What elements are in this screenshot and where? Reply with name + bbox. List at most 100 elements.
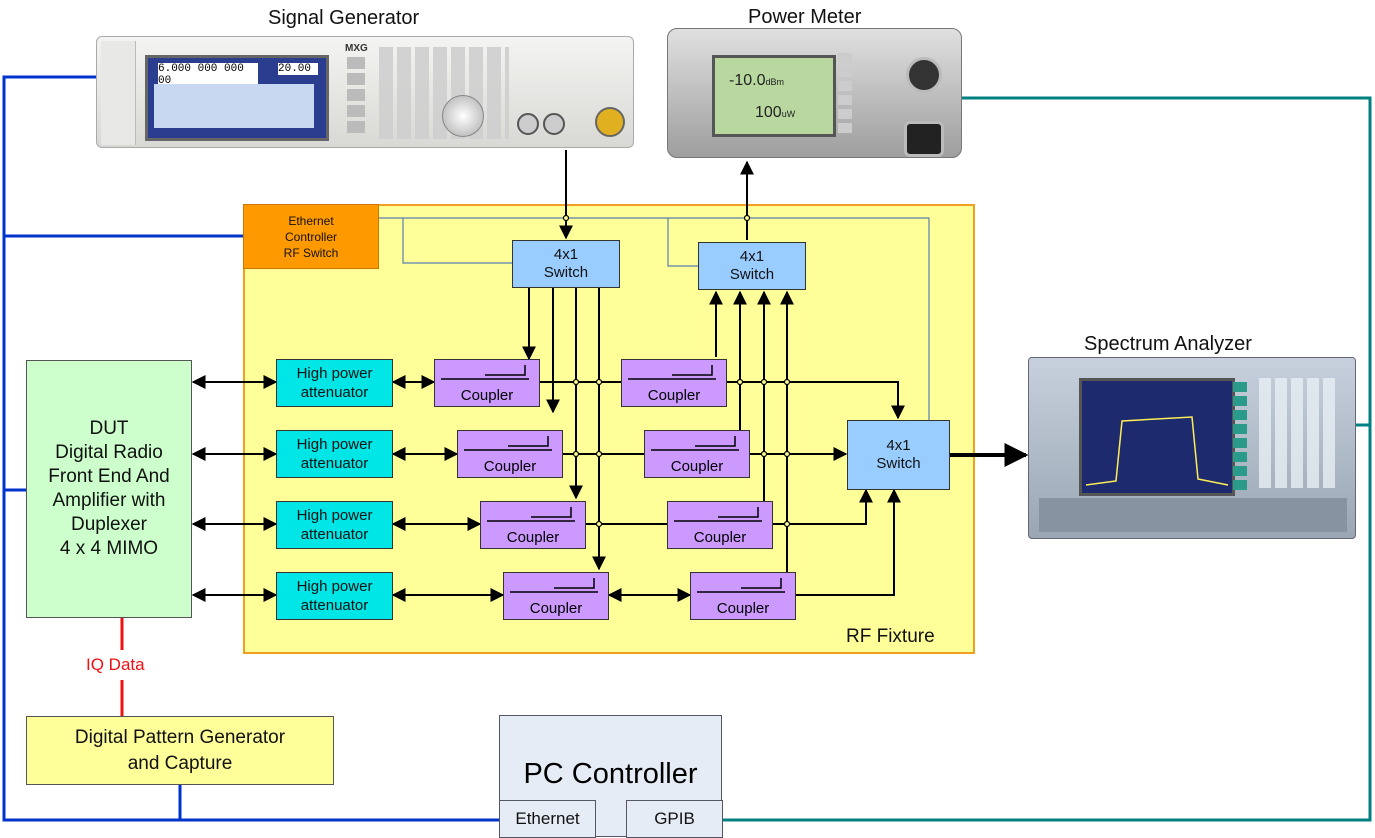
switch-2-line-1: 4x1 [739, 248, 765, 265]
digital-pattern-generator: Digital Pattern Generator and Capture [26, 716, 334, 785]
pm-sensor-port [906, 57, 942, 93]
pc-gpib-port: GPIB [626, 800, 723, 838]
sa-softkeys [1233, 382, 1247, 492]
coupler-row2-left-label: Coupler [483, 458, 537, 475]
dut-line-4: Amplifier with [52, 490, 166, 511]
coupler-symbol [441, 365, 529, 380]
sg-knob [442, 95, 484, 137]
pm-readout-top: -10.0dBm [729, 72, 784, 90]
sg-screen-body [154, 84, 314, 128]
dut-line-6: 4 x 4 MIMO [59, 538, 159, 559]
power-meter-image: -10.0dBm 100uW [667, 28, 962, 158]
attenuator-3-line-1: High power [296, 507, 373, 524]
coupler-symbol [651, 436, 739, 451]
coupler-symbol [510, 578, 598, 593]
switch-spectrum-analyzer: 4x1 Switch [847, 420, 950, 490]
attenuator-1: High power attenuator [276, 359, 393, 407]
coupler-symbol [464, 436, 552, 451]
coupler-row2-right: Coupler [644, 430, 750, 478]
switch-1-line-1: 4x1 [553, 246, 579, 263]
pattern-generator-line-1: Digital Pattern Generator [74, 726, 286, 748]
coupler-row1-right-label: Coupler [647, 387, 701, 404]
attenuator-4: High power attenuator [276, 572, 393, 620]
pc-controller-title: PC Controller [523, 758, 698, 790]
sg-connector-1 [517, 113, 539, 135]
coupler-row3-right-label: Coupler [693, 529, 747, 546]
coupler-row2-left: Coupler [457, 430, 563, 478]
ethernet-controller-line-3: RF Switch [283, 245, 339, 260]
switch-1-line-2: Switch [543, 264, 589, 281]
pc-ethernet-port: Ethernet [499, 800, 596, 838]
control-lines [379, 217, 930, 420]
coupler-row4-right-label: Coupler [716, 600, 770, 617]
iq-data-label: IQ Data [86, 655, 145, 674]
sg-softkeys [347, 57, 365, 137]
pm-channel-port [904, 121, 944, 157]
coupler-symbol [487, 507, 575, 522]
attenuator-4-line-2: attenuator [300, 597, 369, 614]
ethernet-controller-rf-switch: Ethernet Controller RF Switch [243, 204, 379, 269]
coupler-row4-right: Coupler [690, 572, 796, 620]
pm-readout-top-unit: dBm [765, 77, 784, 87]
pm-readout-top-value: -10.0 [729, 72, 766, 89]
pm-readout-bottom-unit: uW [781, 109, 796, 119]
attenuator-1-line-2: attenuator [300, 384, 369, 401]
pm-right-keys [838, 53, 852, 133]
spectrum-analyzer-label: Spectrum Analyzer [1084, 333, 1252, 355]
attenuator-1-line-1: High power [296, 365, 373, 382]
switch-3-line-1: 4x1 [886, 437, 911, 454]
ethernet-controller-line-2: Controller [284, 229, 338, 244]
sa-screen [1079, 378, 1235, 496]
pm-readout-bottom-value: 100 [755, 104, 782, 121]
sg-amp-readout: 20.00 [278, 63, 318, 75]
coupler-row4-left-label: Coupler [529, 600, 583, 617]
ethernet-bus [2, 75, 500, 822]
switch-power-meter: 4x1 Switch [698, 242, 806, 290]
sg-rf-output [595, 107, 625, 137]
dut-box: DUT Digital Radio Front End And Amplifie… [26, 360, 192, 618]
coupler-row3-left-label: Coupler [506, 529, 560, 546]
attenuator-2-line-2: attenuator [300, 455, 369, 472]
pattern-generator-line-2: and Capture [127, 752, 233, 774]
pm-readout-bottom: 100uW [755, 104, 795, 122]
coupler-row1-right: Coupler [621, 359, 727, 407]
coupler-symbol [628, 365, 716, 380]
rf-fixture-label: RF Fixture [846, 626, 935, 647]
coupler-row2-right-label: Coupler [670, 458, 724, 475]
signal-generator-label: Signal Generator [268, 7, 420, 29]
attenuator-3-line-2: attenuator [300, 526, 369, 543]
sg-brand-logo: MXG [345, 43, 368, 54]
ethernet-controller-line-1: Ethernet [288, 213, 334, 228]
dut-line-5: Duplexer [70, 514, 148, 535]
signal-generator-image: 6.000 000 000 00 20.00 MXG [96, 36, 634, 148]
gpib-bus [722, 96, 1372, 822]
coupler-row3-left: Coupler [480, 501, 586, 549]
sg-connector-2 [543, 113, 565, 135]
coupler-symbol [674, 507, 762, 522]
dut-line-3: Front End And [48, 466, 170, 487]
switch-3-line-2: Switch [876, 455, 921, 472]
sa-keypad [1259, 378, 1339, 488]
attenuator-2-line-1: High power [296, 436, 373, 453]
coupler-row4-left: Coupler [503, 572, 609, 620]
sa-trace [1085, 416, 1229, 486]
switch-2-line-2: Switch [729, 266, 775, 283]
power-meter-label: Power Meter [748, 6, 862, 28]
attenuator-3: High power attenuator [276, 501, 393, 549]
switch-signal-generator: 4x1 Switch [512, 240, 620, 288]
attenuator-4-line-1: High power [296, 578, 373, 595]
sg-left-panel [101, 41, 136, 145]
coupler-symbol [697, 578, 785, 593]
coupler-row1-left: Coupler [434, 359, 540, 407]
dut-line-1: DUT [89, 418, 129, 439]
coupler-row3-right: Coupler [667, 501, 773, 549]
attenuator-2: High power attenuator [276, 430, 393, 478]
pc-controller: PC Controller Ethernet GPIB [499, 715, 723, 838]
dut-line-2: Digital Radio [55, 442, 163, 463]
sa-bottom-panel [1039, 498, 1347, 532]
spectrum-analyzer-image [1028, 357, 1356, 539]
coupler-row1-left-label: Coupler [460, 387, 514, 404]
sg-screen: 6.000 000 000 00 20.00 [145, 55, 329, 141]
